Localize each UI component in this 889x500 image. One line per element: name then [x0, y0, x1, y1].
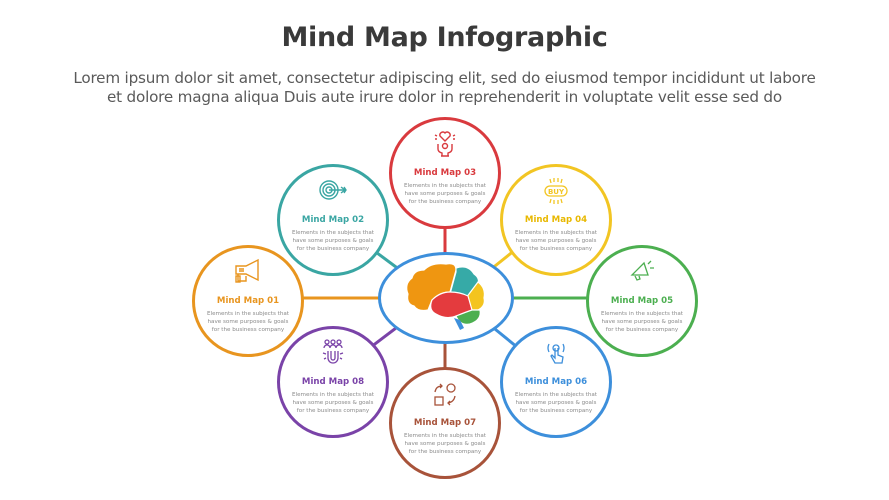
node-label: Mind Map 02	[301, 215, 365, 225]
page-subtitle: Lorem ipsum dolor sit amet, consectetur …	[20, 69, 869, 107]
node-description: Elements in the subjects that have some …	[291, 392, 374, 415]
node-label: Mind Map 05	[610, 296, 674, 306]
node-description: Elements in the subjects that have some …	[291, 230, 374, 253]
touch-hand-icon	[547, 343, 565, 364]
subtitle-line-2: et dolore magna aliqua Duis aute irure d…	[107, 88, 782, 106]
svg-text:BUY: BUY	[548, 188, 565, 196]
page-title: Mind Map Infographic	[281, 22, 608, 53]
mind-map-node-02[interactable]: Mind Map 02 Elements in the subjects tha…	[277, 164, 389, 276]
node-label: Mind Map 04	[524, 215, 588, 225]
node-description: Elements in the subjects that have some …	[206, 311, 289, 334]
node-label: Mind Map 01	[216, 296, 280, 306]
mind-map-node-03[interactable]: Mind Map 03 Elements in the subjects tha…	[389, 117, 501, 229]
node-label: Mind Map 03	[413, 168, 477, 178]
buy-tag-icon: BUY	[544, 178, 568, 204]
node-description: Elements in the subjects that have some …	[514, 392, 597, 415]
node-label: Mind Map 06	[524, 377, 588, 387]
mind-map-node-01[interactable]: Mind Map 01 Elements in the subjects tha…	[192, 245, 304, 357]
mind-map-node-07[interactable]: Mind Map 07 Elements in the subjects tha…	[389, 367, 501, 479]
node-description: Elements in the subjects that have some …	[514, 230, 597, 253]
megaphone-outline-icon	[630, 260, 654, 281]
center-hub	[378, 252, 514, 344]
target-icon	[319, 180, 347, 200]
node-description: Elements in the subjects that have some …	[600, 311, 683, 334]
node-label: Mind Map 07	[413, 418, 477, 428]
node-description: Elements in the subjects that have some …	[403, 183, 486, 206]
mind-map-node-08[interactable]: Mind Map 08 Elements in the subjects tha…	[277, 326, 389, 438]
node-description: Elements in the subjects that have some …	[403, 433, 486, 456]
mind-map-node-05[interactable]: Mind Map 05 Elements in the subjects tha…	[586, 245, 698, 357]
shapes-cycle-icon	[434, 383, 456, 406]
node-label: Mind Map 08	[301, 377, 365, 387]
magnet-people-icon	[322, 339, 344, 364]
subtitle-line-1: Lorem ipsum dolor sit amet, consectetur …	[73, 69, 816, 87]
mind-map-node-06[interactable]: Mind Map 06 Elements in the subjects tha…	[500, 326, 612, 438]
heart-hands-icon	[434, 131, 456, 157]
mind-map-node-04[interactable]: BUY Mind Map 04 Elements in the subjects…	[500, 164, 612, 276]
brain-icon	[406, 263, 485, 330]
megaphone-icon	[235, 258, 259, 283]
